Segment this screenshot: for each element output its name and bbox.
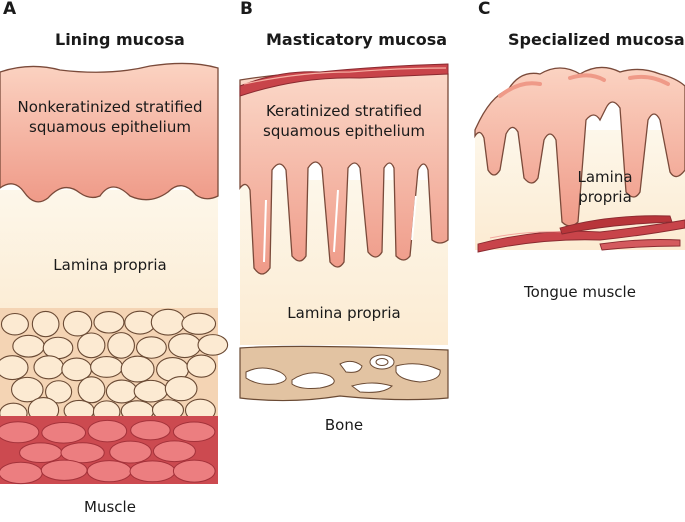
panel-b-lamina-label: Lamina propria [287, 304, 401, 322]
panel-a-epithelium-label-line1: Nonkeratinized stratified [17, 98, 203, 116]
fat-cell [150, 308, 186, 336]
panel-b-bone [239, 345, 449, 402]
fat-cell [90, 356, 124, 378]
fat-cell [105, 379, 138, 404]
fat-cell [124, 310, 156, 335]
muscle-cell [172, 421, 216, 443]
fat-cell [107, 332, 135, 359]
muscle-cell [152, 440, 196, 463]
fat-cell [168, 333, 202, 359]
muscle-cell [172, 459, 216, 483]
muscle-cell [60, 442, 105, 464]
panel-b-epithelium [239, 71, 449, 275]
fat-cell [45, 380, 73, 404]
panel-c-muscle-fibers [477, 215, 685, 253]
fat-cell [164, 375, 198, 402]
panel-c-letter: C [478, 0, 491, 19]
fat-cell [120, 355, 155, 383]
fat-cell [33, 355, 65, 380]
panel-a-epithelium-label-line2: squamous epithelium [29, 118, 191, 136]
panel-a-lamina-label: Lamina propria [53, 256, 167, 274]
panel-c-drawing [474, 66, 685, 253]
panel-b-bone-cavities [245, 354, 441, 393]
fat-cell [133, 379, 168, 403]
muscle-cell [129, 460, 176, 483]
fat-cell [135, 336, 167, 359]
panel-b-epithelium-label-line1: Keratinized stratified [265, 102, 423, 120]
fat-cell [77, 332, 106, 359]
panel-a-epithelium [0, 62, 219, 203]
fat-cell [10, 376, 44, 403]
panel-b-letter: B [240, 0, 253, 19]
fat-cell [93, 311, 125, 334]
muscle-cell [86, 460, 132, 483]
panel-a-fat-cells [0, 308, 229, 424]
fat-cell [197, 334, 229, 356]
fat-cell [186, 354, 217, 378]
muscle-cell [130, 420, 171, 441]
panel-a-base-label: Muscle [84, 498, 136, 516]
fat-cell [12, 334, 45, 358]
muscle-cell [19, 442, 63, 464]
panel-a-drawing [0, 62, 229, 485]
panel-a-muscle-cells [0, 419, 216, 485]
muscle-cell [0, 461, 43, 485]
fat-cell [0, 355, 29, 381]
panel-a-lamina-propria [0, 190, 218, 330]
panel-a-letter: A [3, 0, 17, 19]
fat-cell [31, 310, 60, 338]
panel-c-lamina-label-line1: Lamina [577, 168, 633, 186]
muscle-cell [40, 459, 88, 481]
fat-cell [77, 376, 106, 404]
panel-c-base-label: Tongue muscle [524, 283, 636, 301]
muscle-cell [87, 419, 128, 443]
panel-b-base-label: Bone [324, 416, 364, 434]
panel-c-title: Specialized mucosa [508, 30, 685, 49]
panel-b-epithelium-label-line2: squamous epithelium [263, 122, 425, 140]
fat-cell [0, 312, 29, 336]
panel-b-keratin-layer [239, 63, 449, 97]
fat-cell [62, 310, 93, 337]
panel-c-lamina-label-line2: propria [578, 188, 632, 206]
fat-cell [181, 312, 217, 335]
panel-a-title: Lining mucosa [55, 30, 185, 49]
muscle-cell [41, 422, 87, 444]
panel-b-title: Masticatory mucosa [266, 30, 448, 49]
muscle-cell [0, 421, 40, 444]
muscle-cell [109, 440, 152, 464]
panel-b-drawing [239, 63, 449, 402]
